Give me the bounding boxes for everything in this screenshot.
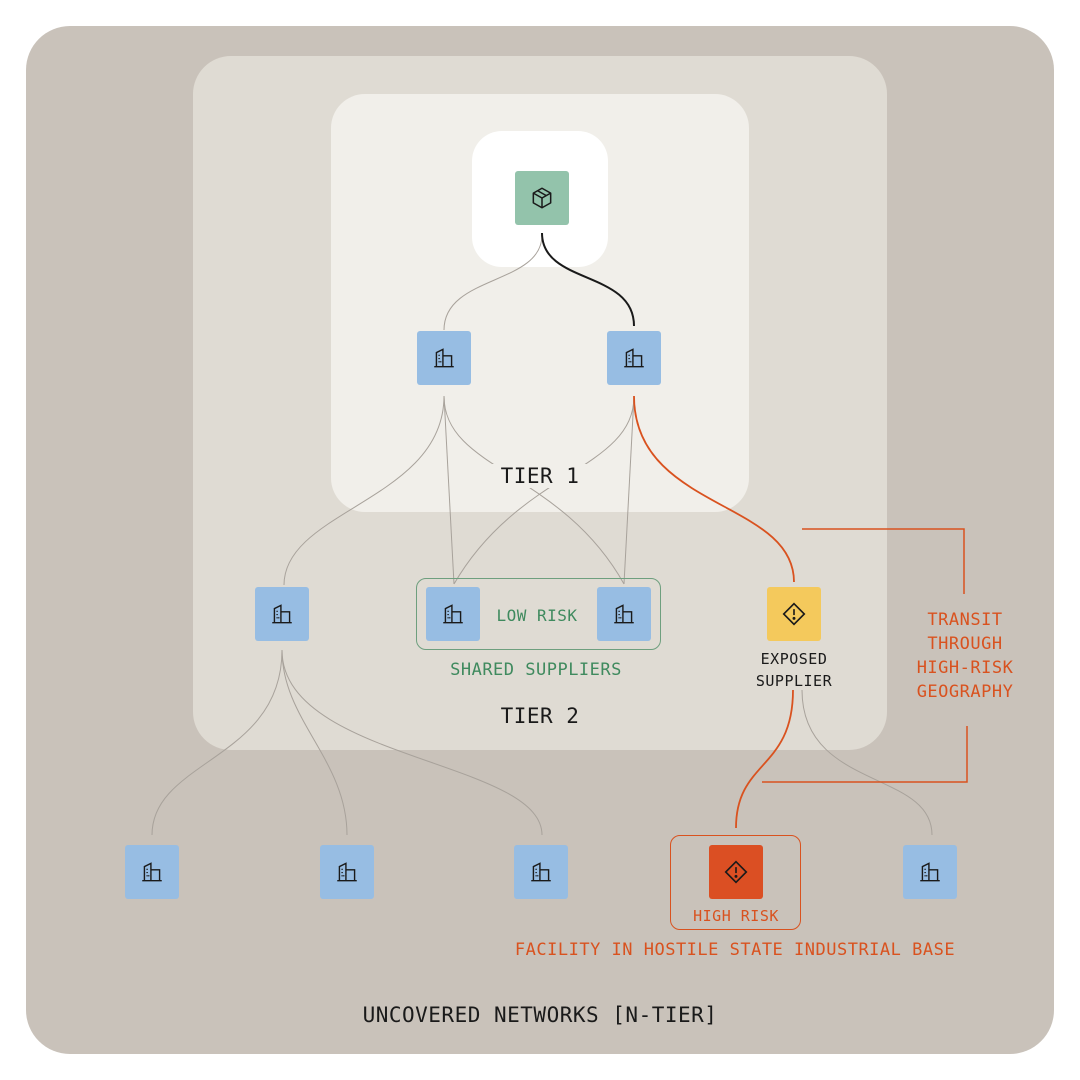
shared-suppliers-label: SHARED SUPPLIERS bbox=[450, 660, 622, 680]
facility-note-label: FACILITY IN HOSTILE STATE INDUSTRIAL BAS… bbox=[514, 940, 956, 960]
building-icon bbox=[920, 862, 940, 882]
tier-1-supplier-right[interactable] bbox=[607, 331, 661, 385]
building-icon bbox=[531, 862, 551, 882]
package-icon bbox=[532, 187, 552, 209]
n-tier-label: UNCOVERED NETWORKS [N-TIER] bbox=[362, 1003, 718, 1027]
n-tier-supplier-1[interactable] bbox=[125, 845, 179, 899]
building-icon bbox=[624, 348, 644, 368]
high-risk-box bbox=[670, 835, 801, 930]
high-risk-label: HIGH RISK bbox=[693, 907, 779, 925]
tier-2-supplier-left[interactable] bbox=[255, 587, 309, 641]
tier-2-label: TIER 2 bbox=[500, 704, 580, 728]
exposed-supplier-label: EXPOSED SUPPLIER bbox=[755, 650, 833, 690]
building-icon bbox=[272, 604, 292, 624]
building-icon bbox=[614, 604, 634, 624]
shared-supplier-right[interactable] bbox=[597, 587, 651, 641]
exposed-supplier-node[interactable] bbox=[767, 587, 821, 641]
n-tier-supplier-5[interactable] bbox=[903, 845, 957, 899]
building-icon bbox=[337, 862, 357, 882]
core-product-node[interactable] bbox=[515, 171, 569, 225]
tier-1-label: TIER 1 bbox=[490, 464, 590, 488]
n-tier-supplier-2[interactable] bbox=[320, 845, 374, 899]
building-icon bbox=[434, 348, 454, 368]
warning-diamond-icon bbox=[782, 602, 806, 626]
tier-1-supplier-left[interactable] bbox=[417, 331, 471, 385]
shared-suppliers-box bbox=[416, 578, 661, 650]
high-risk-facility-node[interactable] bbox=[709, 845, 763, 899]
n-tier-supplier-3[interactable] bbox=[514, 845, 568, 899]
low-risk-label: LOW RISK bbox=[496, 606, 578, 625]
warning-diamond-icon bbox=[724, 860, 748, 884]
shared-supplier-left[interactable] bbox=[426, 587, 480, 641]
transit-risk-label: TRANSIT THROUGH HIGH-RISK GEOGRAPHY bbox=[916, 610, 1014, 702]
building-icon bbox=[443, 604, 463, 624]
building-icon bbox=[142, 862, 162, 882]
